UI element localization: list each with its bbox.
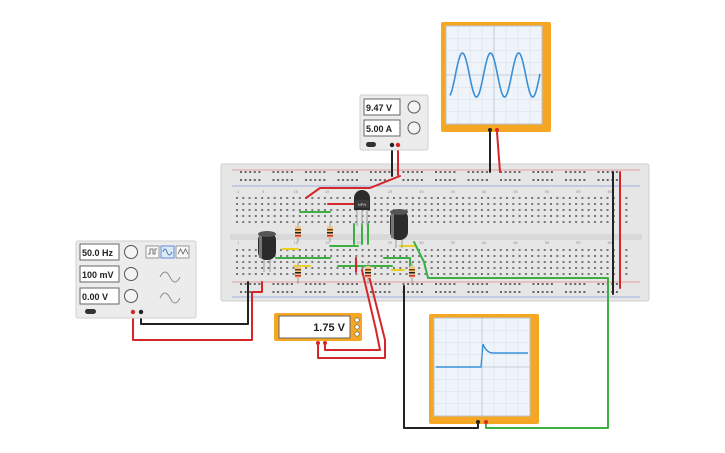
column-label: 55 <box>576 241 580 245</box>
jumper-green-8 <box>383 257 411 269</box>
scope-top-red-probe[interactable] <box>495 128 499 132</box>
transistor[interactable]: NPN <box>354 190 370 226</box>
resistor[interactable] <box>295 222 301 242</box>
column-label: 45 <box>513 241 517 245</box>
oscilloscope-top-trace <box>449 52 541 98</box>
column-label: 1 <box>237 241 239 245</box>
amplitude-knob[interactable] <box>124 267 138 281</box>
fgen-positive-terminal[interactable] <box>130 309 136 315</box>
offset-readout: 0.00 V <box>82 292 108 302</box>
multimeter-negative-terminal[interactable] <box>323 341 327 345</box>
column-label: 10 <box>294 190 298 194</box>
column-label: 40 <box>482 190 486 194</box>
scope-top-black-probe[interactable] <box>488 128 492 132</box>
transistor-label: NPN <box>358 202 367 207</box>
voltage-readout: 9.47 V <box>366 103 392 113</box>
breadboard[interactable]: 1155101015152020252530303535404045455050… <box>220 163 650 302</box>
psu-positive-terminal[interactable] <box>395 142 401 148</box>
fgen-power-switch[interactable] <box>85 309 96 314</box>
waveform-sine-button[interactable] <box>160 245 175 259</box>
resistor[interactable] <box>409 262 415 284</box>
current-display <box>363 119 401 137</box>
wires[interactable] <box>132 131 621 429</box>
capacitor[interactable] <box>390 209 408 248</box>
column-label: 60 <box>608 241 612 245</box>
power-switch[interactable] <box>366 142 376 147</box>
psu-negative-terminal[interactable] <box>389 142 395 148</box>
oscilloscope-bottom-trace <box>436 343 528 368</box>
multimeter-mode-ampere[interactable] <box>354 317 360 323</box>
frequency-knob[interactable] <box>124 245 138 259</box>
components[interactable]: NPN <box>258 190 415 284</box>
multimeter-display <box>278 315 351 339</box>
column-label: 50 <box>545 241 549 245</box>
column-label: 35 <box>451 241 455 245</box>
amplitude-readout: 100 mV <box>82 270 114 280</box>
column-label: 60 <box>608 190 612 194</box>
column-label: 25 <box>388 190 392 194</box>
oscilloscope-top-grid <box>446 26 542 124</box>
column-label: 5 <box>262 190 264 194</box>
column-label: 35 <box>451 190 455 194</box>
current-readout: 5.00 A <box>366 124 393 134</box>
column-label: 55 <box>576 190 580 194</box>
resistor[interactable] <box>295 262 301 284</box>
offset-display <box>79 287 120 305</box>
oscilloscope-bottom[interactable] <box>429 314 539 424</box>
square-wave-icon <box>148 248 157 255</box>
column-label: 30 <box>419 241 423 245</box>
multimeter[interactable]: 1.75 V <box>274 313 362 345</box>
scope-bottom-red-probe[interactable] <box>484 420 488 424</box>
amplitude-display <box>79 265 120 283</box>
triangle-wave-icon <box>177 248 189 255</box>
column-label: 15 <box>325 190 329 194</box>
column-label: 40 <box>482 241 486 245</box>
wire-psu-to-row <box>305 175 401 199</box>
wire-scope-top-red <box>496 131 501 173</box>
power-supply[interactable]: 9.47 V 5.00 A <box>359 94 429 151</box>
capacitor[interactable] <box>258 231 276 272</box>
sine-wave-icon <box>162 248 173 256</box>
scope-bottom-black-probe[interactable] <box>476 420 480 424</box>
column-label: 10 <box>294 241 298 245</box>
resistor[interactable] <box>365 262 371 284</box>
column-label: 25 <box>388 241 392 245</box>
multimeter-reading: 1.75 V <box>313 322 345 334</box>
wire-meter-red <box>317 271 386 359</box>
current-knob[interactable] <box>407 121 421 135</box>
column-label: 50 <box>545 190 549 194</box>
multimeter-positive-terminal[interactable] <box>316 341 320 345</box>
voltage-display <box>363 98 401 116</box>
wire-scope-bottom-green <box>413 241 609 429</box>
offset-knob[interactable] <box>124 289 138 303</box>
multimeter-mode-ohm[interactable] <box>354 331 360 337</box>
resistor[interactable] <box>327 222 333 242</box>
oscilloscope-top[interactable] <box>441 22 551 132</box>
wire-meter-black <box>324 269 381 351</box>
function-generator[interactable]: 50.0 Hz 100 mV 0.00 V <box>75 240 197 319</box>
column-label: 20 <box>356 241 360 245</box>
column-label: 15 <box>325 241 329 245</box>
frequency-display <box>79 243 120 261</box>
multimeter-mode-volt[interactable] <box>354 324 360 330</box>
fgen-negative-terminal[interactable] <box>138 309 144 315</box>
wire-fgen-red <box>132 281 263 341</box>
column-label: 30 <box>419 190 423 194</box>
waveform-square-button[interactable] <box>145 245 160 259</box>
offset-icon <box>159 292 181 304</box>
column-label: 1 <box>237 190 239 194</box>
column-label: 45 <box>513 190 517 194</box>
voltage-knob[interactable] <box>407 100 421 114</box>
frequency-readout: 50.0 Hz <box>82 248 114 258</box>
amplitude-icon <box>159 271 181 283</box>
